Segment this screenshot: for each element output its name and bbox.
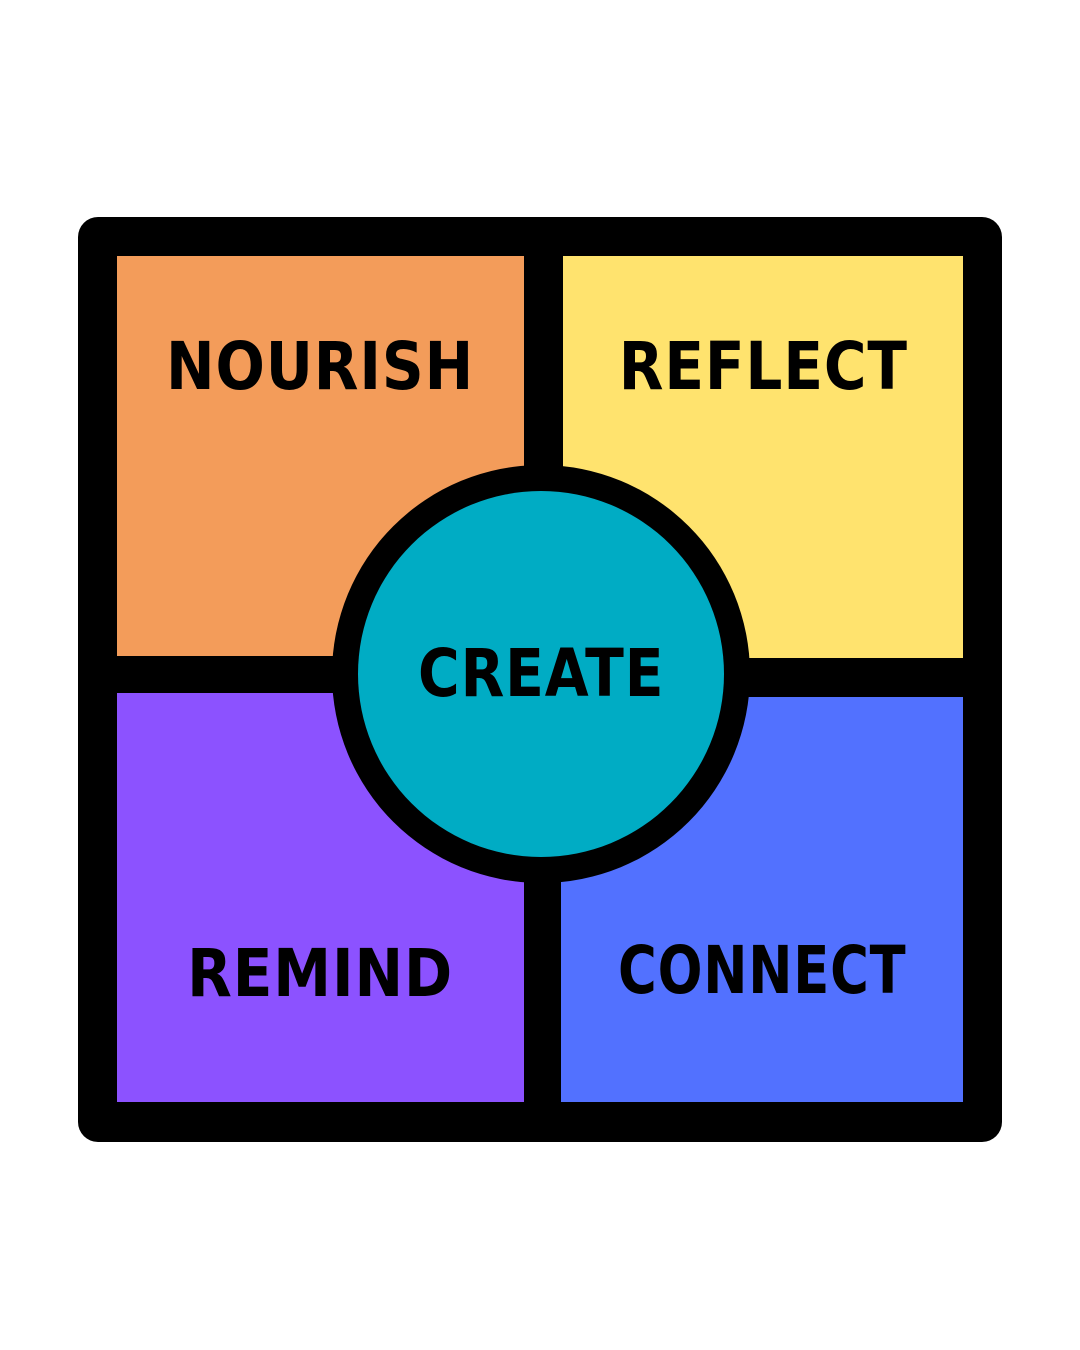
- quadrant-label-nourish: NOURISH: [166, 328, 475, 405]
- quadrant-remind: REMIND: [117, 693, 524, 1102]
- quadrant-label-remind: REMIND: [187, 935, 454, 1012]
- quadrant-label-reflect: REFLECT: [618, 328, 908, 405]
- center-label: CREATE: [417, 635, 665, 712]
- center-circle: CREATE: [358, 491, 724, 857]
- quadrant-label-connect: CONNECT: [617, 932, 907, 1009]
